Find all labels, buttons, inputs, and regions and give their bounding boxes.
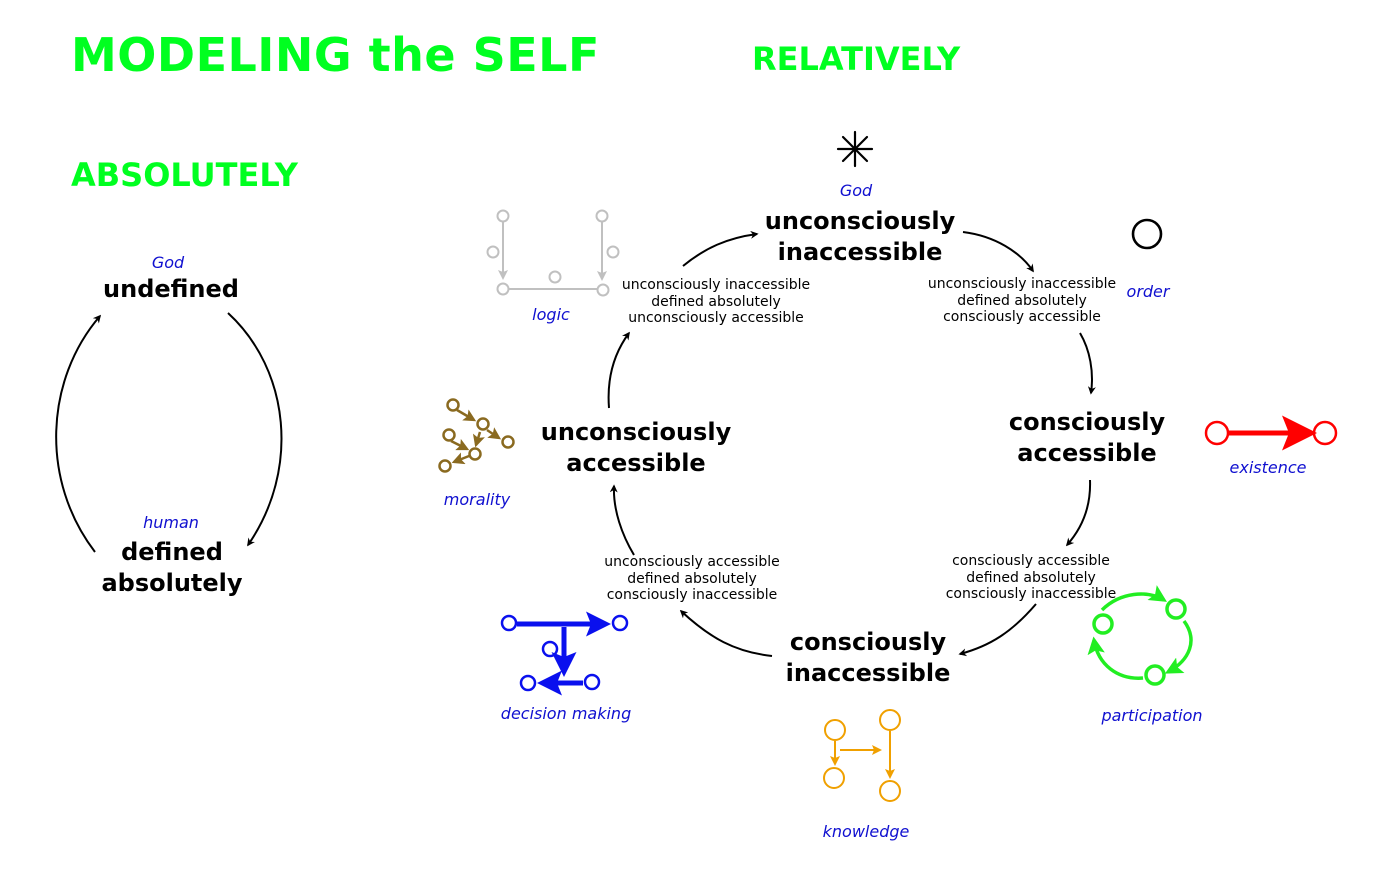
node-bottom-line2: inaccessible (785, 659, 951, 687)
circle-icon (1131, 218, 1163, 250)
transition-top-left-line2: defined absolutely (651, 293, 781, 310)
node-right-line1: consciously (1008, 408, 1166, 436)
arrow-bottom-to-bottom-left (679, 609, 773, 657)
decision-graph-icon (500, 611, 629, 696)
arrow-right-to-bottom-right (1065, 479, 1092, 547)
node-undefined: undefined (103, 275, 239, 303)
section-title-relatively: RELATIVELY (752, 40, 961, 78)
morality-graph-icon (438, 398, 515, 473)
node-unconsciously-accessible: unconsciously accessible (541, 417, 731, 479)
transition-bottom-left-line1: unconsciously accessible (604, 554, 780, 570)
arrow-between-circles-icon (1204, 415, 1338, 451)
transition-top-right-line1: unconsciously inaccessible (927, 276, 1117, 292)
transition-top-right: unconsciously inaccessible defined absol… (928, 276, 1116, 326)
transition-bottom-right-line3: consciously inaccessible (945, 586, 1117, 602)
transition-top-right-line2: defined absolutely (957, 292, 1087, 309)
cycle-icon (1087, 585, 1193, 686)
caption-human: human (143, 513, 199, 532)
node-right-line2: accessible (1017, 439, 1157, 467)
node-consciously-accessible: consciously accessible (1009, 407, 1165, 469)
caption-order: order (1126, 282, 1170, 301)
node-defined-absolutely-line1: defined (121, 538, 223, 566)
asterisk-icon (836, 130, 874, 168)
node-bottom-line1: consciously (789, 628, 947, 656)
node-left-line1: unconsciously (540, 418, 732, 446)
transition-bottom-right: consciously accessible defined absolutel… (946, 553, 1117, 603)
caption-god-absolute: God (151, 253, 185, 272)
caption-god: God (839, 181, 873, 200)
node-consciously-inaccessible: consciously inaccessible (786, 627, 951, 689)
arrow-top-to-top-right (962, 231, 1034, 273)
transition-top-left-line1: unconsciously inaccessible (621, 277, 811, 293)
caption-morality: morality (443, 490, 511, 509)
node-top-line2: inaccessible (777, 238, 943, 266)
page-title: MODELING the SELF (71, 28, 600, 82)
arrow-top-right-to-right (1079, 332, 1096, 395)
node-left-line2: accessible (566, 449, 706, 477)
node-top-line1: unconsciously (764, 207, 956, 235)
transition-top-left: unconsciously inaccessible defined absol… (622, 277, 810, 327)
node-defined-absolutely-line2: absolutely (101, 569, 243, 597)
node-unconsciously-inaccessible: unconsciously inaccessible (765, 206, 955, 268)
arrow-top-left-to-top (682, 230, 759, 267)
caption-participation: participation (1101, 706, 1203, 725)
caption-knowledge: knowledge (822, 822, 910, 841)
caption-existence: existence (1229, 458, 1307, 477)
caption-decision-making: decision making (500, 704, 632, 723)
arrow-undefined-to-defined (227, 312, 283, 547)
caption-logic: logic (532, 305, 570, 324)
transition-bottom-left-line3: consciously inaccessible (606, 587, 778, 603)
section-title-absolutely: ABSOLUTELY (71, 156, 298, 194)
arrow-bottom-left-to-left (609, 484, 635, 556)
node-defined-absolutely: defined absolutely (101, 537, 242, 599)
transition-bottom-left: unconsciously accessible defined absolut… (604, 554, 780, 604)
transition-top-right-line3: consciously accessible (943, 309, 1101, 325)
logic-graph-icon (486, 209, 620, 297)
transition-bottom-left-line2: defined absolutely (627, 570, 757, 587)
transition-bottom-right-line2: defined absolutely (966, 569, 1096, 586)
transition-top-left-line3: unconsciously accessible (628, 310, 804, 326)
arrow-defined-to-undefined (55, 314, 102, 553)
knowledge-graph-icon (823, 709, 901, 802)
arrow-bottom-right-to-bottom (958, 603, 1037, 657)
transition-bottom-right-line1: consciously accessible (952, 553, 1110, 569)
arrow-left-to-top-left (607, 331, 630, 409)
